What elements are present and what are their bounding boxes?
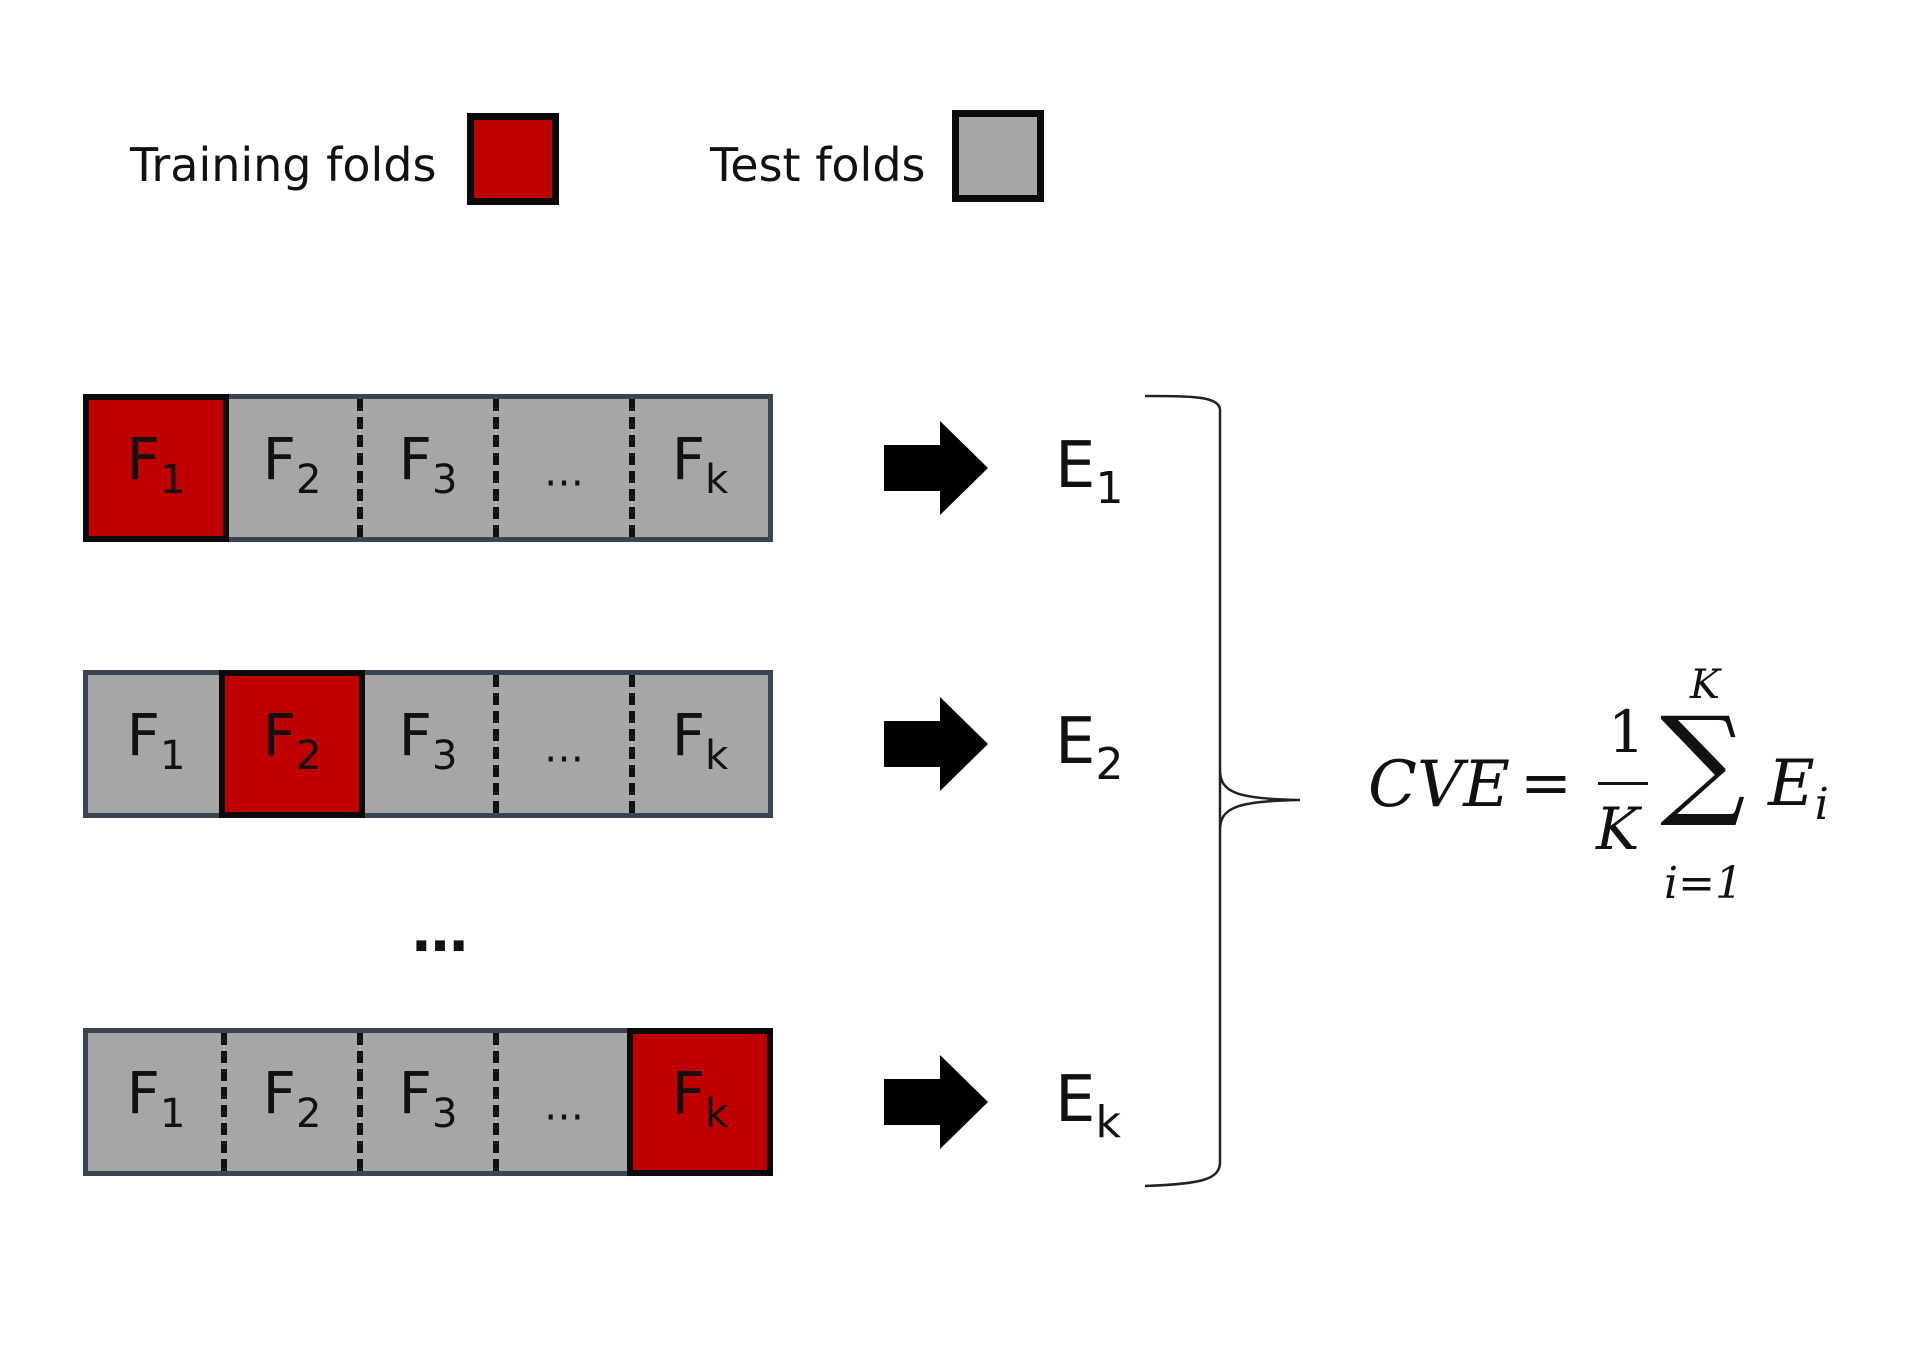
row-ellipsis: … [412, 900, 470, 965]
fold-divider [357, 399, 363, 537]
arrow-right-icon [884, 421, 988, 515]
test-fold: F3 [360, 675, 496, 813]
legend-test-label: Test folds [710, 138, 926, 192]
fold-label: F3 [398, 701, 458, 780]
fold-divider [493, 675, 499, 813]
legend-training-swatch [467, 113, 559, 205]
fold-error: Ek [1055, 1063, 1121, 1148]
legend-training-label: Training folds [130, 138, 437, 192]
training-fold: Fk [627, 1028, 773, 1176]
training-fold: F1 [83, 394, 229, 542]
fold-label: F3 [398, 425, 458, 504]
fold-row: F1 F2 F3 … Fk [83, 1028, 773, 1176]
fold-divider [221, 1033, 227, 1171]
fold-error: E1 [1055, 429, 1124, 514]
fold-label: … [544, 449, 584, 496]
training-fold: F2 [219, 670, 365, 818]
fold-label: F2 [262, 701, 322, 780]
test-fold: … [496, 399, 632, 537]
test-fold: Fk [632, 399, 768, 537]
test-fold: … [496, 675, 632, 813]
formula-equals: = [1520, 746, 1572, 819]
test-fold: F2 [224, 1033, 360, 1171]
fold-divider [493, 1033, 499, 1171]
fold-row: F1 F2 F3 … Fk [83, 394, 773, 542]
fold-label: F1 [126, 701, 186, 780]
formula-lhs: CVE [1368, 748, 1510, 822]
fold-divider [629, 675, 635, 813]
fold-error: E2 [1055, 705, 1124, 790]
test-fold: F1 [88, 675, 224, 813]
sigma-icon: ∑ [1660, 692, 1746, 831]
fold-divider [493, 399, 499, 537]
fold-label: F3 [398, 1059, 458, 1138]
arrow-right-icon [884, 697, 988, 791]
arrow-right-icon [884, 1055, 988, 1149]
formula-term: Ei [1768, 752, 1829, 827]
fold-label: F2 [262, 425, 322, 504]
test-fold: F3 [360, 399, 496, 537]
test-fold: F2 [224, 399, 360, 537]
fold-label: Fk [671, 425, 729, 504]
formula-term-base: E [1768, 747, 1815, 821]
fold-divider [357, 1033, 363, 1171]
sum-lower-limit: i=1 [1664, 858, 1743, 909]
fold-label: Fk [671, 701, 729, 780]
fold-label: … [544, 1083, 584, 1130]
fold-divider [629, 399, 635, 537]
fraction-bar [1598, 782, 1648, 785]
curly-brace [1144, 394, 1301, 1188]
fold-label: F2 [262, 1059, 322, 1138]
formula-numerator: 1 [1608, 698, 1645, 766]
fold-label: … [544, 725, 584, 772]
fold-row: F1 F2 F3 … Fk [83, 670, 773, 818]
fold-label: Fk [671, 1059, 729, 1138]
legend-test-swatch [952, 110, 1044, 202]
test-fold: Fk [632, 675, 768, 813]
fold-label: F1 [126, 425, 186, 504]
sum-upper-limit: K [1690, 662, 1720, 708]
formula-term-sub: i [1814, 779, 1829, 830]
fold-label: F1 [126, 1059, 186, 1138]
formula-denominator: K [1596, 795, 1640, 863]
test-fold: … [496, 1033, 632, 1171]
test-fold: F3 [360, 1033, 496, 1171]
test-fold: F1 [88, 1033, 224, 1171]
